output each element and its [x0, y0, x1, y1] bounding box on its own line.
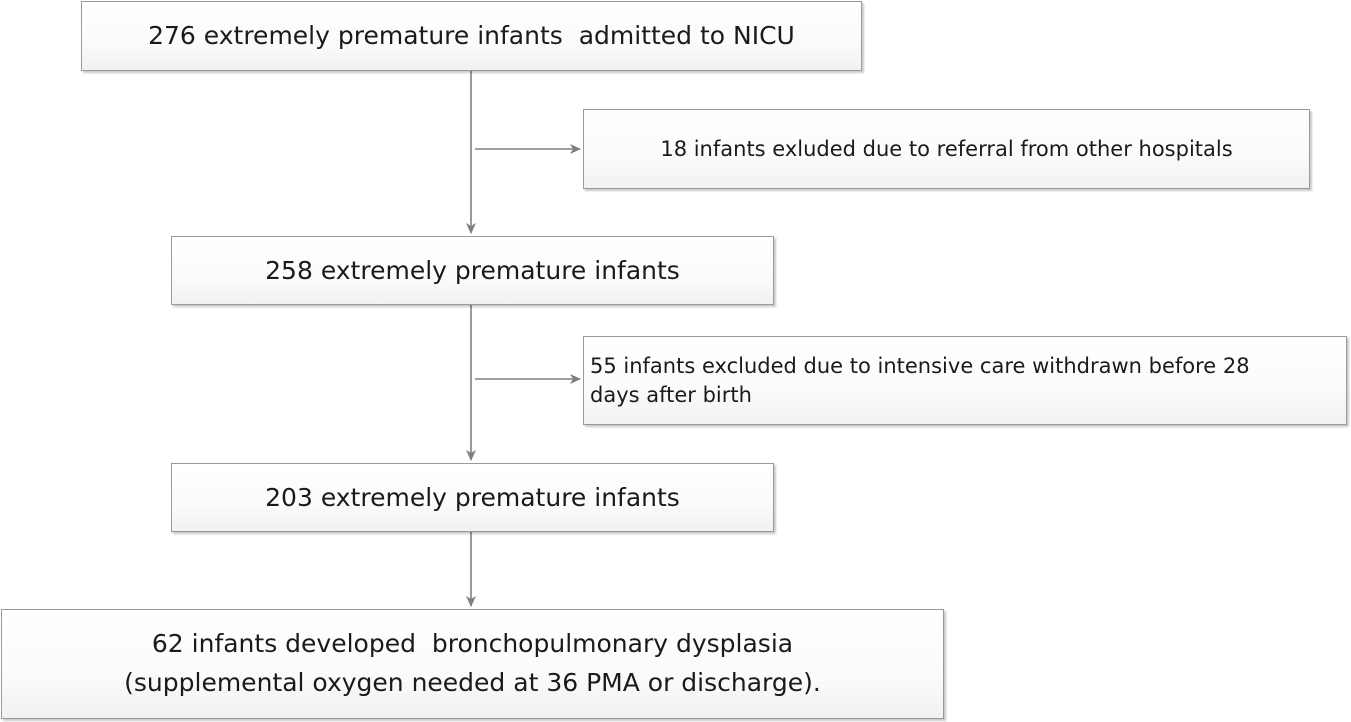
node-bpd-outcome-line-1: 62 infants developed bronchopulmonary dy… — [151, 629, 794, 659]
node-bpd-outcome: 62 infants developed bronchopulmonary dy… — [1, 609, 944, 719]
node-admitted-to-nicu: 276 extremely premature infants admitted… — [81, 1, 862, 71]
node-excluded-care-withdrawn-line-1: 55 infants excluded due to intensive car… — [590, 354, 1250, 379]
node-258-infants: 258 extremely premature infants — [171, 236, 774, 305]
node-203-infants: 203 extremely premature infants — [171, 463, 774, 532]
node-excluded-referral: 18 infants exluded due to referral from … — [583, 109, 1310, 189]
node-excluded-care-withdrawn-line-2: days after birth — [590, 382, 752, 407]
node-admitted-to-nicu-text: 276 extremely premature infants admitted… — [148, 21, 795, 51]
node-203-infants-text: 203 extremely premature infants — [265, 482, 680, 512]
node-bpd-outcome-line-2: (supplemental oxygen needed at 36 PMA or… — [124, 668, 821, 697]
node-excluded-care-withdrawn: 55 infants excluded due to intensive car… — [583, 336, 1347, 425]
node-258-infants-text: 258 extremely premature infants — [265, 255, 680, 285]
node-excluded-referral-text: 18 infants exluded due to referral from … — [660, 136, 1233, 161]
